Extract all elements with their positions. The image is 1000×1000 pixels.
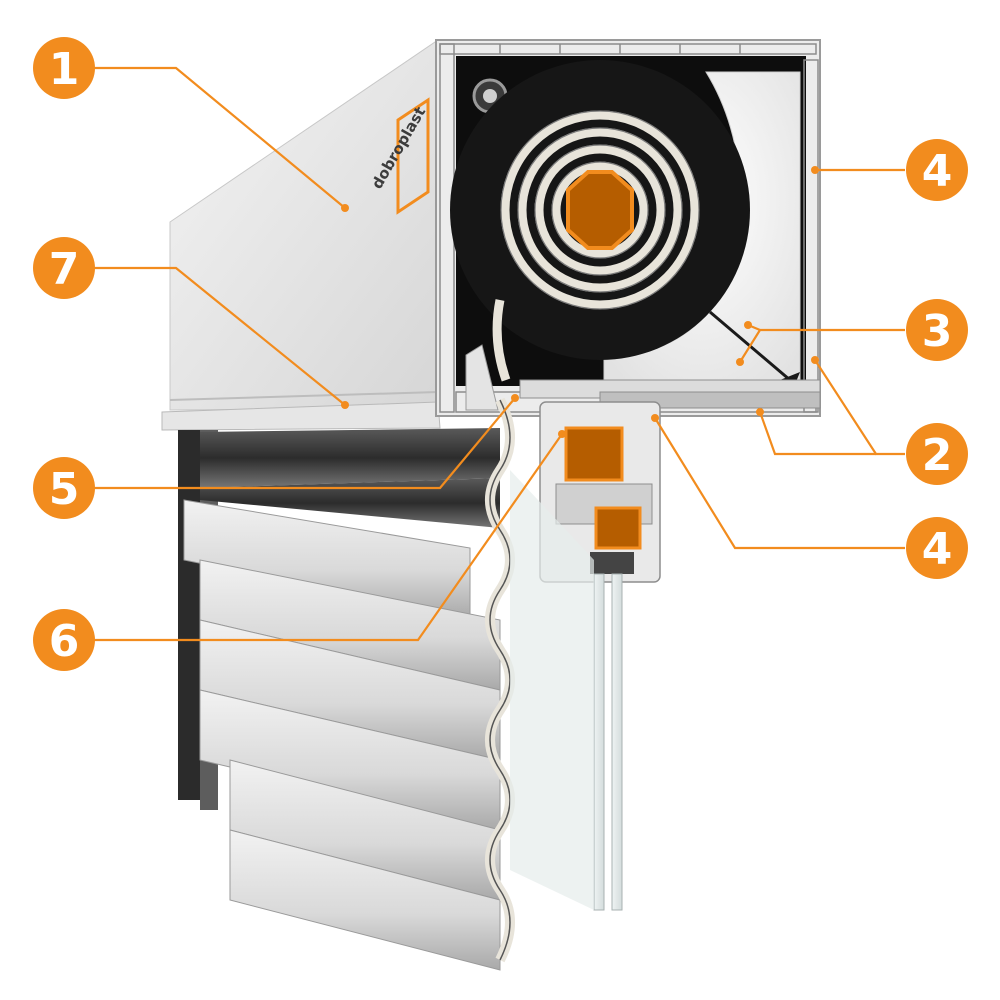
- rolled-curtain: [500, 110, 700, 310]
- leader-7: [92, 266, 346, 406]
- leader-1: [92, 66, 346, 209]
- leader-5: [92, 397, 516, 490]
- svg-text:1: 1: [49, 44, 80, 95]
- callout-badge-5: 5: [33, 457, 95, 519]
- callout-badge-4-bottom: 4: [906, 517, 968, 579]
- leader-4-bottom: [654, 417, 905, 550]
- leader-6: [92, 433, 563, 642]
- callout-badge-4-top: 4: [906, 139, 968, 201]
- leader-2-right: [814, 359, 905, 456]
- svg-text:6: 6: [49, 616, 80, 667]
- svg-text:4: 4: [922, 146, 953, 197]
- callout-badge-6: 6: [33, 609, 95, 671]
- svg-text:7: 7: [49, 244, 80, 295]
- svg-text:2: 2: [922, 430, 953, 481]
- callout-badge-2: 2: [906, 423, 968, 485]
- glass-pane-1: [593, 573, 605, 911]
- shutter-curtain: [178, 397, 594, 971]
- shutter-box: dobroplast: [161, 39, 441, 431]
- svg-text:5: 5: [49, 464, 80, 515]
- leader-2-bottom: [758, 411, 876, 456]
- leader-lines: [92, 66, 905, 642]
- box-cross-section: [435, 39, 821, 417]
- svg-text:4: 4: [922, 524, 953, 575]
- callout-badge-1: 1: [33, 37, 95, 99]
- svg-text:3: 3: [922, 306, 953, 357]
- octagonal-shaft: [566, 170, 634, 250]
- callout-badge-7: 7: [33, 237, 95, 299]
- guide-rail: [178, 430, 200, 800]
- leader-dots: [341, 166, 819, 438]
- gasket: [590, 552, 634, 574]
- sash-reinforcement: [594, 506, 642, 550]
- frame-steel-reinforcement: [564, 426, 624, 482]
- glass-pane-2: [611, 573, 623, 911]
- callout-badge-3: 3: [906, 299, 968, 361]
